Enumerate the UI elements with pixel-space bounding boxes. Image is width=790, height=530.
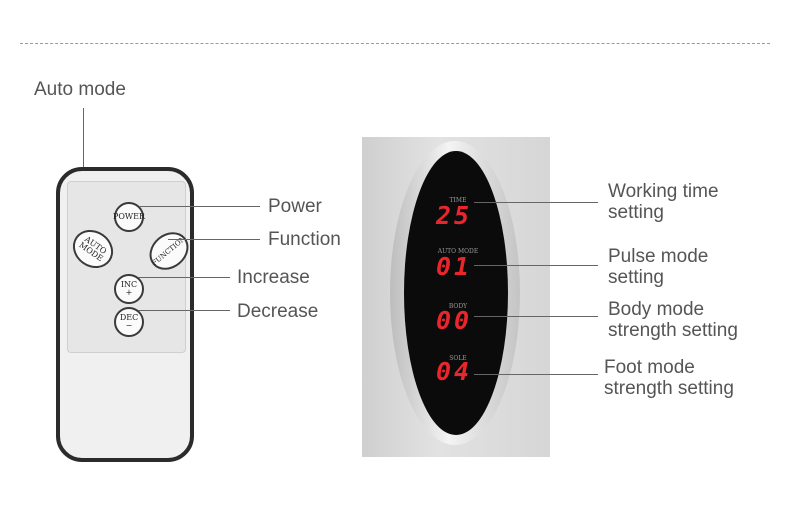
function-leader-line	[168, 239, 260, 240]
decrease-leader-line	[138, 310, 230, 311]
pulse-leader-line	[474, 265, 598, 266]
function-button[interactable]: FUNCTION	[141, 224, 197, 278]
power-leader-line	[140, 206, 260, 207]
led-display	[404, 151, 508, 435]
power-button[interactable]: POWER	[112, 202, 146, 232]
body-callout: Body mode strength setting	[608, 299, 738, 341]
power-button-label: POWER	[112, 212, 146, 221]
increase-button-label: INC	[120, 280, 138, 289]
increase-button[interactable]: INC +	[114, 274, 144, 304]
body-leader-line	[474, 316, 598, 317]
body-callout-line-2: strength setting	[608, 320, 738, 341]
decrease-button[interactable]: DEC −	[114, 307, 144, 337]
pulse-callout: Pulse mode setting	[608, 246, 708, 288]
body-callout-line-1: Body mode	[608, 299, 705, 320]
time-callout-line-1: Working time	[608, 181, 719, 202]
plus-icon: +	[125, 288, 133, 297]
foot-leader-line	[474, 374, 598, 375]
time-leader-line	[474, 202, 598, 203]
body-strength-readout: 00	[435, 306, 473, 335]
auto-mode-callout: Auto mode	[34, 79, 126, 100]
time-callout: Working time setting	[608, 181, 719, 223]
pulse-callout-line-2: setting	[608, 267, 664, 288]
decrease-callout: Decrease	[237, 301, 319, 322]
sole-label: SOLE	[449, 355, 467, 362]
remote-control: POWER AUTO MODE FUNCTION INC + DEC −	[56, 167, 197, 462]
time-label: TIME	[449, 197, 467, 204]
auto-mode-label: AUTO MODE	[437, 248, 479, 255]
auto-mode-button[interactable]: AUTO MODE	[65, 222, 121, 276]
foot-callout-line-2: strength setting	[604, 378, 734, 399]
remote-button-panel: POWER AUTO MODE FUNCTION INC + DEC −	[65, 181, 197, 353]
time-callout-line-2: setting	[608, 202, 664, 223]
dashed-divider	[20, 43, 770, 44]
display-panel-photo: TIME 25 AUTO MODE 01 BODY 00 SOLE 04	[362, 137, 550, 457]
power-callout: Power	[268, 196, 322, 217]
body-label: BODY	[448, 303, 468, 310]
minus-icon: −	[125, 321, 133, 330]
function-callout: Function	[268, 229, 341, 250]
increase-callout: Increase	[237, 267, 310, 288]
foot-callout-line-1: Foot mode	[604, 357, 695, 378]
decrease-button-label: DEC	[119, 313, 139, 322]
foot-callout: Foot mode strength setting	[604, 357, 734, 399]
pulse-callout-line-1: Pulse mode	[608, 246, 709, 267]
increase-leader-line	[138, 277, 230, 278]
pulse-mode-readout: 01	[435, 252, 473, 281]
time-readout: 25	[435, 201, 473, 230]
foot-strength-readout: 04	[435, 357, 473, 386]
